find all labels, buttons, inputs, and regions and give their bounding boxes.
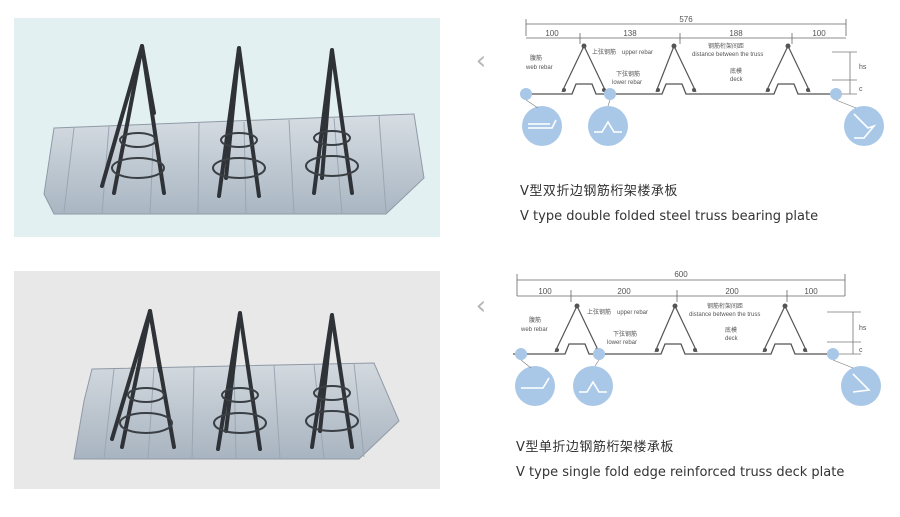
dim-seg3: 200 (725, 287, 739, 296)
upper-rebar-zh: 上弦钢筋 (587, 308, 611, 316)
chevron-left-icon[interactable]: ‹ (475, 291, 487, 321)
product-title-zh-2: V型单折边钢筋桁架楼承板 (516, 440, 674, 455)
dim-seg4: 100 (804, 287, 818, 296)
dim-seg3: 188 (729, 29, 743, 38)
lower-rebar-en: lower rebar (612, 80, 642, 86)
dim-seg4: 100 (812, 29, 826, 38)
truss-distance-en: distance between the truss (692, 52, 763, 58)
truss-distance-en: distance between the truss (689, 312, 760, 318)
dim-total: 576 (679, 15, 693, 24)
product-title-en-2: V type single fold edge reinforced truss… (516, 465, 845, 480)
dim-seg1: 100 (538, 287, 552, 296)
truss-deck-photo-1 (14, 18, 440, 237)
chevron-left-icon[interactable]: ‹ (475, 46, 487, 76)
web-rebar-en: web rebar (520, 327, 548, 333)
lower-rebar-zh: 下弦钢筋 (613, 330, 637, 338)
deck-zh: 底模 (725, 326, 737, 334)
dim-seg2: 200 (617, 287, 631, 296)
lower-rebar-zh: 下弦钢筋 (616, 70, 640, 78)
truss-section-drawing-1: 576 100 138 188 100 hs c 腹筋 web rebar 上弦… (512, 14, 886, 162)
deck-en: deck (725, 336, 739, 342)
product-title-zh-1: V型双折边钢筋桁架楼承板 (520, 184, 678, 199)
web-rebar-en: web rebar (525, 65, 553, 71)
deck-zh: 底模 (730, 67, 742, 75)
web-rebar-zh: 腹筋 (529, 316, 541, 324)
upper-rebar-en: upper rebar (617, 310, 648, 316)
dim-seg2: 138 (623, 29, 637, 38)
upper-rebar-zh: 上弦钢筋 (592, 48, 616, 56)
upper-rebar-en: upper rebar (622, 50, 653, 56)
dim-seg1: 100 (545, 29, 559, 38)
truss-distance-zh: 钢筋桁架间距 (708, 42, 744, 50)
height-label: hs (859, 64, 867, 71)
product-title-en-1: V type double folded steel truss bearing… (520, 209, 819, 224)
cover-label: c (859, 86, 863, 93)
deck-en: deck (730, 77, 744, 83)
cover-label: c (859, 347, 863, 354)
truss-deck-photo-2 (14, 271, 440, 489)
truss-section-drawing-2: 600 100 200 200 100 hs c 腹筋 web rebar 上弦… (509, 266, 893, 418)
dim-total: 600 (674, 270, 688, 279)
truss-distance-zh: 钢筋桁架间距 (707, 302, 743, 310)
web-rebar-zh: 腹筋 (530, 54, 542, 62)
height-label: hs (859, 325, 867, 332)
lower-rebar-en: lower rebar (607, 340, 637, 346)
